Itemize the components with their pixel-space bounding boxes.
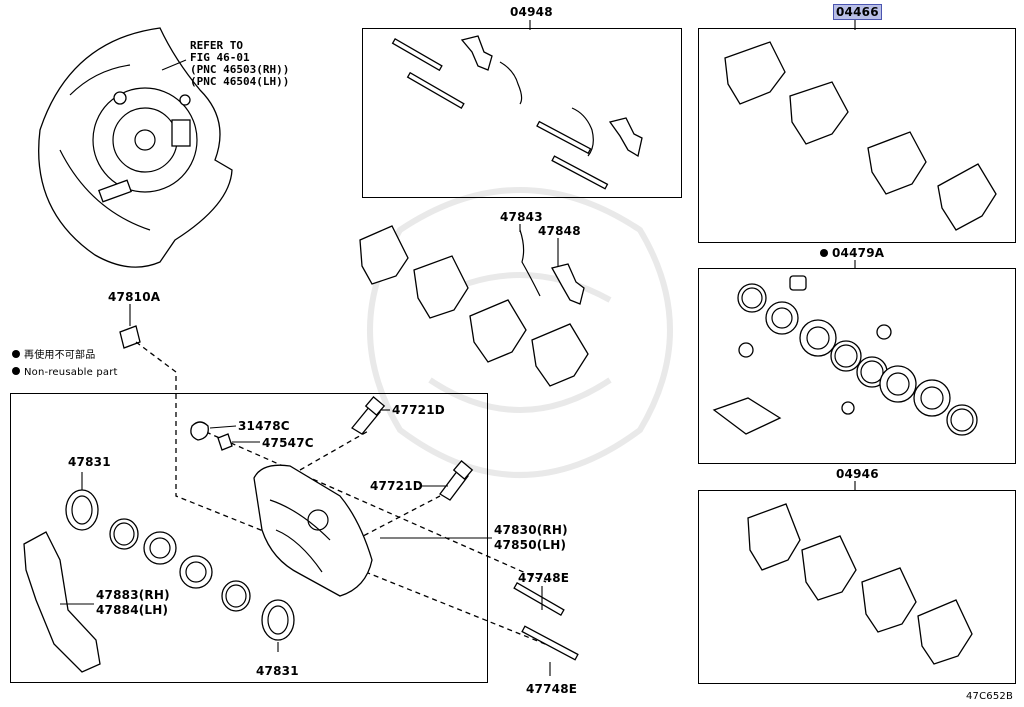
loose-pads [359,225,589,387]
refer-note[interactable]: REFER TO FIG 46-01 (PNC 46503(RH)) (PNC … [190,40,289,88]
label-47831-lower[interactable]: 47831 [256,664,299,678]
kit-04466-box [698,28,1016,243]
refer-line-1: REFER TO [190,39,243,52]
refer-line-4: (PNC 46504(LH)) [190,75,290,88]
label-04466[interactable]: 04466 [833,4,882,20]
leader-lines [60,20,856,676]
kit-04948-box [362,28,682,198]
label-04946[interactable]: 04946 [836,467,879,481]
label-47831-upper[interactable]: 47831 [68,455,111,469]
legend-en-text: Non-reusable part [24,367,118,378]
non-reusable-dot-icon [820,249,828,257]
label-47547c[interactable]: 47547C [262,436,314,450]
backing-plate [38,27,233,268]
label-47848[interactable]: 47848 [538,224,581,238]
label-47850[interactable]: 47850(LH) [494,538,567,552]
label-47884[interactable]: 47884(LH) [96,603,169,617]
refer-line-2: FIG 46-01 [190,51,250,64]
kit-04948-parts [391,35,643,190]
refer-line-3: (PNC 46503(RH)) [190,63,290,76]
legend-jp: 再使用不可部品 [12,349,95,363]
label-47883[interactable]: 47883(RH) [96,588,170,602]
label-47721d-lower[interactable]: 47721D [370,479,423,493]
label-04948[interactable]: 04948 [510,5,553,19]
kit-04946-box [698,490,1016,684]
legend-dot-icon [12,350,20,358]
kit-04466-pads [724,41,997,231]
caliper-parts [23,325,579,673]
caliper-assembly-box [10,393,488,683]
kit-04479a-box [698,268,1016,464]
kit-04479a-seals [712,275,978,436]
legend-en: Non-reusable part [12,366,118,380]
label-04479a[interactable]: 04479A [820,246,884,260]
label-47830[interactable]: 47830(RH) [494,523,568,537]
figure-code: 47C652B [966,691,1014,702]
label-47810a[interactable]: 47810A [108,290,161,304]
label-47748e-upper[interactable]: 47748E [518,571,570,585]
label-31478c[interactable]: 31478C [238,419,290,433]
legend-dot-icon [12,367,20,375]
kit-04946-shims [747,503,973,665]
label-04479a-text: 04479A [832,246,885,260]
legend-jp-text: 再使用不可部品 [24,350,96,361]
label-47748e-lower[interactable]: 47748E [526,682,578,696]
label-47843[interactable]: 47843 [500,210,543,224]
label-47721d-upper[interactable]: 47721D [392,403,445,417]
